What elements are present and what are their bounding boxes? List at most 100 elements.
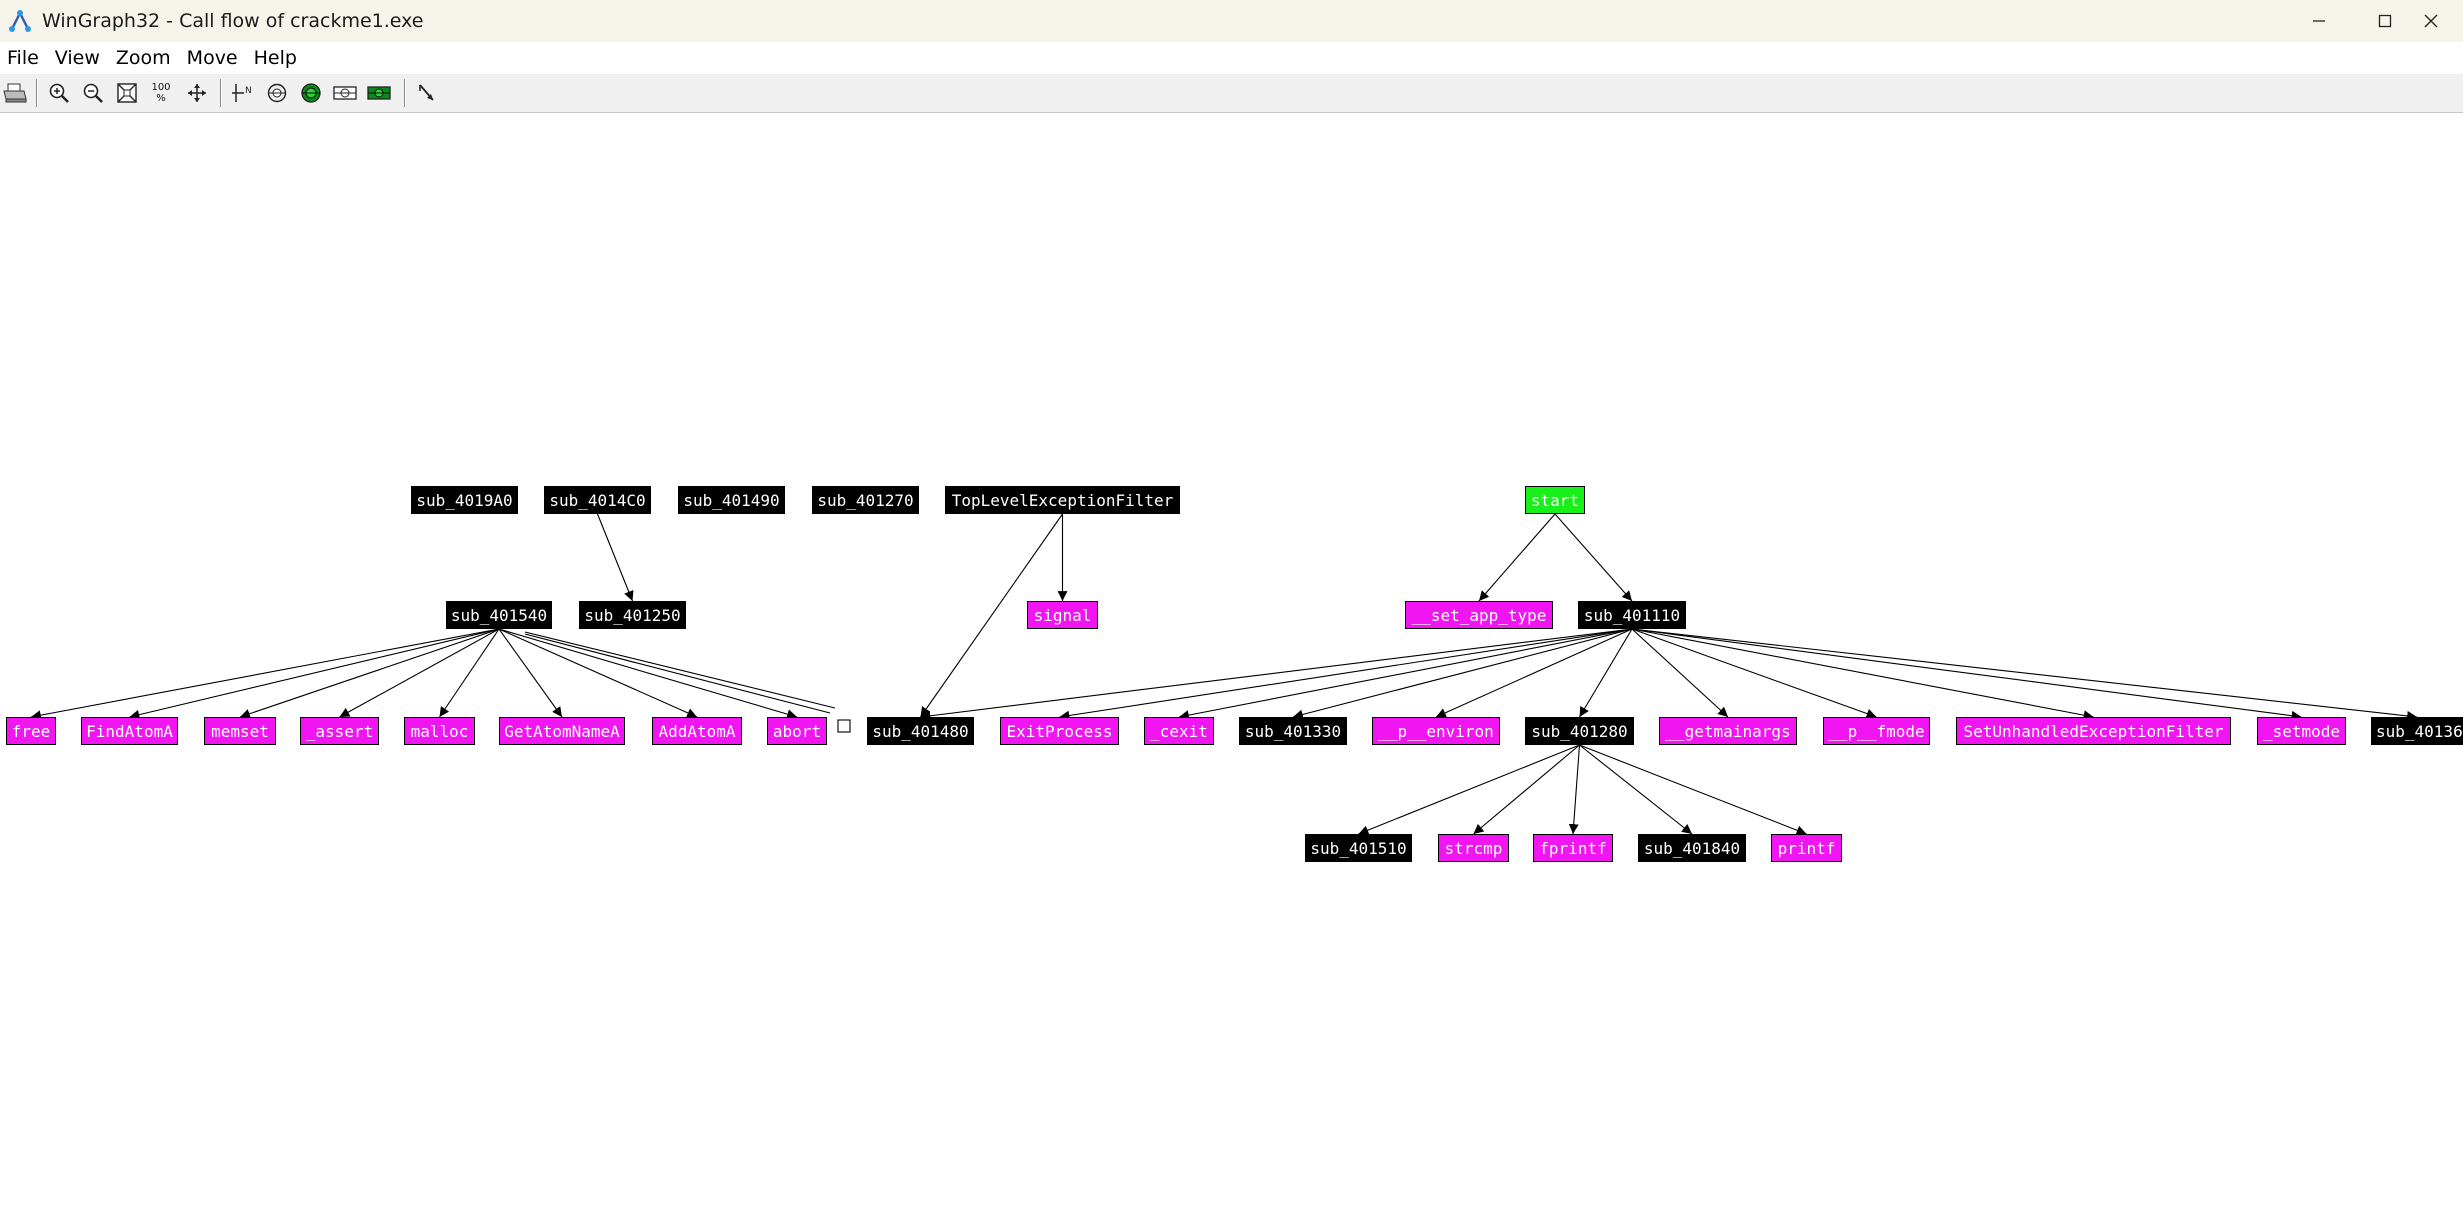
edge-n_sub_401540-to-n_assert bbox=[339, 628, 500, 718]
zoom-100-percent: % bbox=[156, 93, 166, 104]
edge-n_sub_401540-to-n_abort bbox=[498, 628, 798, 719]
node-sub-401840[interactable]: sub_401840 bbox=[1638, 834, 1746, 862]
node-sub-401270[interactable]: sub_401270 bbox=[812, 486, 919, 514]
edge-n_start-to-n_sub_401110 bbox=[1554, 513, 1633, 602]
edge-n_sub_401540-to-n_memset bbox=[239, 628, 500, 719]
zoom-out-icon bbox=[83, 83, 103, 103]
layout-icon: N bbox=[232, 84, 252, 102]
menu-help[interactable]: Help bbox=[253, 47, 297, 69]
zoom-100-label: 100 bbox=[151, 82, 171, 93]
follow-icon bbox=[367, 86, 391, 100]
node-setmode[interactable]: _setmode bbox=[2257, 717, 2346, 745]
edge-n_sub_401540-to-n_malloc bbox=[439, 628, 500, 718]
arrow-tool-icon bbox=[419, 84, 434, 101]
select-button[interactable] bbox=[330, 79, 360, 107]
layout-button[interactable]: N bbox=[228, 79, 258, 107]
title-bar[interactable]: WinGraph32 - Call flow of crackme1.exe bbox=[0, 0, 2463, 42]
node-getatomnamea[interactable]: GetAtomNameA bbox=[499, 717, 625, 745]
maximize-icon bbox=[2378, 14, 2392, 28]
minimize-icon bbox=[2313, 20, 2325, 22]
fit-icon bbox=[117, 83, 137, 103]
orbit-icon bbox=[267, 83, 287, 103]
center-button[interactable] bbox=[182, 79, 212, 107]
close-icon bbox=[2424, 14, 2438, 28]
node-findatoma[interactable]: FindAtomA bbox=[81, 717, 178, 745]
edge-n_sub_401540-to-n_getatomnamea bbox=[498, 628, 563, 718]
node-setunhandledexceptionfilter[interactable]: SetUnhandledExceptionFilter bbox=[1956, 717, 2231, 745]
menu-move[interactable]: Move bbox=[186, 47, 238, 69]
minimize-button[interactable] bbox=[2283, 0, 2355, 42]
printer-icon bbox=[3, 83, 27, 103]
edge-n_sub_401540-to-n_findatoma bbox=[129, 628, 500, 720]
zoom-in-button[interactable] bbox=[44, 79, 74, 107]
select-icon bbox=[333, 86, 357, 100]
edge-n_sub_401110-to-n_sub_401480 bbox=[920, 628, 1633, 721]
edge-n_sub_401110-to-n_sub_401330 bbox=[1292, 628, 1633, 720]
node-getmainargs[interactable]: __getmainargs bbox=[1659, 717, 1797, 745]
edge-n_sub_401280-to-n_sub_401840 bbox=[1579, 744, 1693, 835]
node-sub-401510[interactable]: sub_401510 bbox=[1305, 834, 1412, 862]
graph-canvas[interactable]: sub_4019A0 sub_4014C0 sub_401490 sub_401… bbox=[0, 113, 2463, 1208]
edge-n_sub_401280-to-n_printf bbox=[1579, 744, 1807, 835]
edge-n_sub_401110-to-n_sub_401280 bbox=[1579, 628, 1633, 718]
node-free[interactable]: free bbox=[6, 717, 56, 745]
node-toplevelexceptionfilter[interactable]: TopLevelExceptionFilter bbox=[945, 486, 1180, 514]
edge-n_sub_401280-to-n_sub_401510 bbox=[1358, 744, 1580, 835]
node-set-app-type[interactable]: __set_app_type bbox=[1405, 601, 1553, 629]
node-printf[interactable]: printf bbox=[1771, 834, 1842, 862]
menu-bar: File View Zoom Move Help bbox=[0, 42, 2463, 74]
node-memset[interactable]: memset bbox=[204, 717, 276, 745]
edge-n_sub_401110-to-n_cexit bbox=[1178, 628, 1633, 720]
node-sub-40136[interactable]: sub_40136 bbox=[2371, 717, 2463, 745]
node-start[interactable]: start bbox=[1525, 486, 1585, 514]
edge-n_start-to-n_set_app_type bbox=[1478, 513, 1556, 602]
fit-window-button[interactable] bbox=[112, 79, 142, 107]
node-sub-401280[interactable]: sub_401280 bbox=[1525, 717, 1634, 745]
node-sub-4019a0[interactable]: sub_4019A0 bbox=[411, 486, 518, 514]
node-p-environ[interactable]: __p__environ bbox=[1372, 717, 1500, 745]
maximize-button[interactable] bbox=[2349, 0, 2421, 42]
node-signal[interactable]: signal bbox=[1027, 601, 1098, 629]
orbit-button[interactable] bbox=[262, 79, 292, 107]
edge-n_sub_401540-to-n_addatoma bbox=[498, 628, 698, 718]
node-sub-401540[interactable]: sub_401540 bbox=[446, 601, 552, 629]
toolbar: 100 % N bbox=[0, 74, 2463, 113]
radar-button[interactable] bbox=[296, 79, 326, 107]
edge-n_sub_401280-to-n_fprintf bbox=[1568, 744, 1581, 835]
svg-text:N: N bbox=[245, 86, 252, 96]
node-sub-401110[interactable]: sub_401110 bbox=[1578, 601, 1686, 629]
zoom-100-button[interactable]: 100 % bbox=[146, 79, 176, 107]
node-sub-401250[interactable]: sub_401250 bbox=[579, 601, 686, 629]
zoom-out-button[interactable] bbox=[78, 79, 108, 107]
print-button[interactable] bbox=[0, 79, 30, 107]
node-sub-401490[interactable]: sub_401490 bbox=[678, 486, 785, 514]
follow-button[interactable] bbox=[364, 79, 394, 107]
node-p-fmode[interactable]: __p__fmode bbox=[1823, 717, 1930, 745]
close-button[interactable] bbox=[2423, 0, 2463, 42]
edge-n_sub_401110-to-n_setmode bbox=[1631, 628, 2302, 721]
node-abort[interactable]: abort bbox=[767, 717, 827, 745]
edge-n_sub_401110-to-n_p_fmode bbox=[1631, 628, 1877, 719]
node-sub-4014c0[interactable]: sub_4014C0 bbox=[544, 486, 651, 514]
edge-n_sub_401110-to-n_sub_40136 bbox=[1631, 628, 2418, 721]
node-assert[interactable]: _assert bbox=[300, 717, 379, 745]
menu-zoom[interactable]: Zoom bbox=[115, 47, 171, 69]
edge-n_sub_401110-to-n_setunhandled bbox=[1631, 628, 2094, 721]
node-malloc[interactable]: malloc bbox=[404, 717, 475, 745]
window-title: WinGraph32 - Call flow of crackme1.exe bbox=[42, 10, 424, 32]
radar-icon bbox=[301, 83, 321, 103]
node-cexit[interactable]: _cexit bbox=[1144, 717, 1214, 745]
node-sub-401480[interactable]: sub_401480 bbox=[867, 717, 974, 745]
graph-edges bbox=[30, 513, 2418, 835]
edge-n_sub_401110-to-n_p_environ bbox=[1435, 628, 1633, 718]
edge-n_sub_401110-to-n_getmainargs bbox=[1631, 628, 1729, 718]
node-exitprocess[interactable]: ExitProcess bbox=[1000, 717, 1119, 745]
arrow-tool-button[interactable] bbox=[412, 79, 442, 107]
edge-n_sub_401540-to-n_free bbox=[30, 628, 500, 721]
node-addatoma[interactable]: AddAtomA bbox=[652, 717, 742, 745]
node-sub-401330[interactable]: sub_401330 bbox=[1239, 717, 1347, 745]
node-strcmp[interactable]: strcmp bbox=[1438, 834, 1509, 862]
menu-view[interactable]: View bbox=[54, 47, 100, 69]
node-fprintf[interactable]: fprintf bbox=[1533, 834, 1613, 862]
menu-file[interactable]: File bbox=[7, 47, 39, 69]
